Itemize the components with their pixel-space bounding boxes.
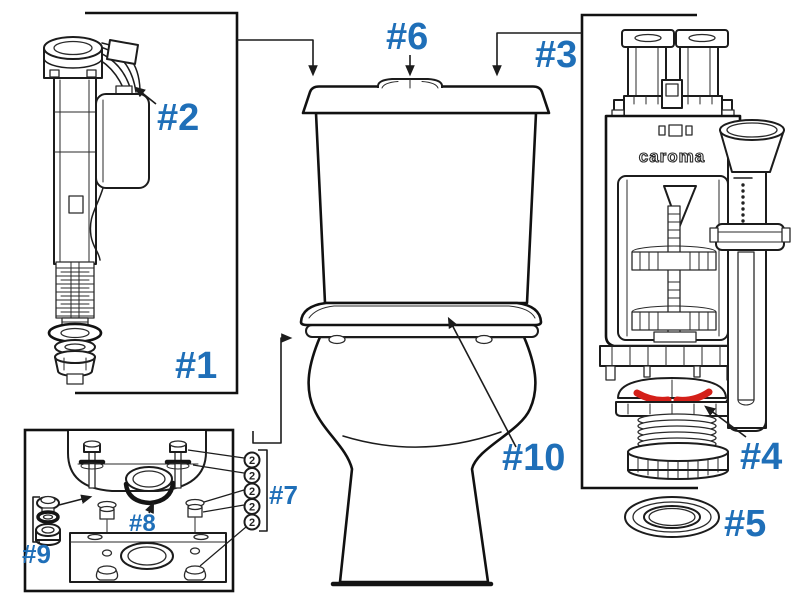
part-7-label: #7 (269, 480, 298, 510)
tank-to-bowl-gasket (123, 466, 176, 506)
bowl (307, 335, 537, 584)
toilet-illustration (299, 78, 551, 587)
locknut (627, 442, 729, 480)
overflow-tube (709, 119, 791, 432)
part-6-label: #6 (386, 16, 428, 58)
part-8-leader (145, 501, 154, 514)
quantity-badge-2: 2 (249, 471, 255, 483)
part-9-bracket (32, 496, 40, 543)
part-4-leader (704, 405, 747, 438)
part-labels: #1 #2 #3 #4 #5 #6 #7 #8 #9 #10 (22, 16, 782, 569)
sealing-washer-illustration (624, 496, 720, 538)
flush-valve-illustration: caroma (599, 29, 791, 480)
part-10-label: #10 (502, 437, 565, 479)
part-1-leader (237, 39, 318, 77)
quantity-badge-3: 2 (249, 486, 255, 498)
seat-lid (299, 301, 543, 327)
tank-lid (301, 85, 551, 115)
tank-to-bowl-kit-box (23, 428, 235, 593)
part-7-bracket (258, 449, 268, 532)
seat-ring (305, 324, 539, 338)
quantity-badge-4: 2 (249, 502, 255, 514)
part-9-leader (58, 494, 93, 506)
quantity-callouts: 2 2 2 2 2 (243, 451, 261, 531)
part-5-label: #5 (724, 503, 766, 545)
tank-bolts (78, 440, 192, 489)
tank-to-bowl-kit-illustration (32, 431, 268, 583)
flush-button (377, 78, 443, 89)
tank (314, 111, 538, 305)
brand-text: caroma (639, 147, 705, 166)
leader-lines (58, 32, 747, 567)
seal-highlight-left (633, 389, 672, 404)
part-1-label: #1 (175, 345, 217, 387)
part-2-label: #2 (157, 97, 199, 139)
part-3-leader (492, 32, 582, 77)
part-3-label: #3 (535, 34, 577, 76)
valve-clip (106, 39, 139, 65)
kit-box-leader (252, 333, 293, 444)
part-9-label: #9 (22, 539, 51, 569)
fill-valve-box (75, 11, 239, 395)
part-10-leader (447, 316, 517, 448)
quantity-badge-1: 2 (249, 455, 255, 467)
part-8-label: #8 (129, 510, 156, 537)
flush-valve-box (580, 13, 698, 490)
part-4-label: #4 (740, 436, 782, 478)
bolt-washer-nut-stack (35, 495, 61, 546)
bowl-flange (69, 532, 227, 583)
part-2-leader (134, 86, 157, 105)
seal-highlight-right (673, 388, 713, 404)
fill-valve-illustration (43, 36, 150, 385)
quantity-badge-5: 2 (249, 517, 255, 529)
